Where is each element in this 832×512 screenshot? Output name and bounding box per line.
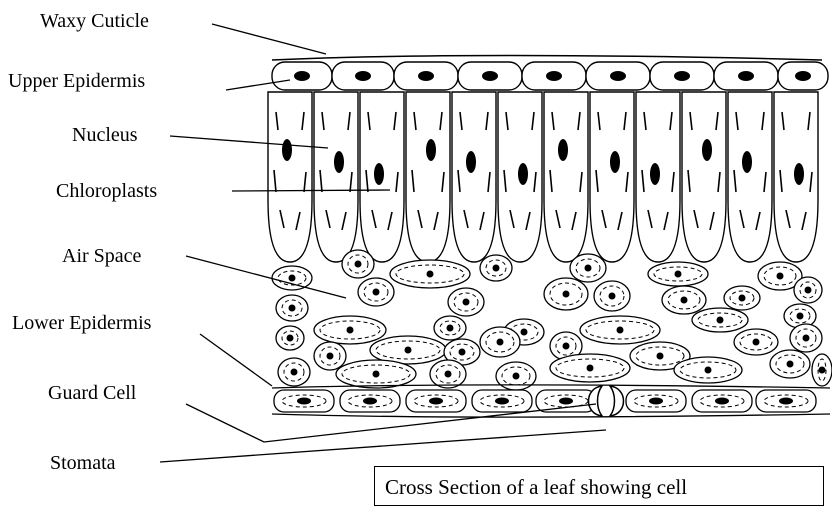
lower-epidermis-nucleus: [715, 398, 729, 405]
palisade-nucleus: [374, 163, 384, 185]
spongy-nucleus: [347, 327, 354, 334]
spongy-nucleus: [585, 265, 592, 272]
epidermis-nucleus: [674, 71, 690, 81]
spongy-nucleus: [463, 299, 470, 306]
palisade-nucleus: [334, 151, 344, 173]
palisade-nucleus: [794, 163, 804, 185]
epidermis-nucleus: [610, 71, 626, 81]
spongy-nucleus: [587, 365, 594, 372]
leader-waxy-cuticle: [212, 24, 326, 54]
label-stomata: Stomata: [50, 452, 116, 474]
spongy-nucleus: [657, 353, 664, 360]
spongy-nucleus: [797, 313, 804, 320]
spongy-nucleus: [819, 367, 826, 374]
label-lower-epidermis: Lower Epidermis: [12, 312, 151, 334]
spongy-nucleus: [459, 349, 466, 356]
epidermis-nucleus: [418, 71, 434, 81]
lower-epidermis-nucleus: [495, 398, 509, 405]
caption-text: Cross Section of a leaf showing cell: [385, 475, 687, 500]
spongy-nucleus: [497, 339, 504, 346]
label-air-space: Air Space: [62, 245, 141, 267]
spongy-nucleus: [739, 295, 746, 302]
spongy-nucleus: [427, 271, 434, 278]
lower-epidermis-nucleus: [649, 398, 663, 405]
spongy-nucleus: [681, 297, 688, 304]
spongy-nucleus: [373, 289, 380, 296]
spongy-nucleus: [513, 373, 520, 380]
spongy-nucleus: [805, 287, 812, 294]
palisade-nucleus: [742, 151, 752, 173]
waxy-cuticle-layer: [272, 56, 822, 61]
spongy-nucleus: [327, 353, 334, 360]
palisade-nucleus: [426, 139, 436, 161]
lower-epidermis-top: [272, 385, 830, 388]
epidermis-nucleus: [738, 71, 754, 81]
caption-box: Cross Section of a leaf showing cell: [374, 466, 824, 506]
spongy-nucleus: [447, 325, 454, 332]
epidermis-nucleus: [294, 71, 310, 81]
palisade-nucleus: [702, 139, 712, 161]
palisade-nucleus: [558, 139, 568, 161]
epidermis-nucleus: [546, 71, 562, 81]
spongy-nucleus: [287, 335, 294, 342]
label-upper-epidermis: Upper Epidermis: [8, 70, 145, 92]
spongy-nucleus: [355, 261, 362, 268]
spongy-nucleus: [563, 291, 570, 298]
label-chloroplasts: Chloroplasts: [56, 180, 157, 202]
spongy-nucleus: [521, 329, 528, 336]
spongy-nucleus: [563, 343, 570, 350]
spongy-nucleus: [405, 347, 412, 354]
lower-epidermis-nucleus: [779, 398, 793, 405]
label-waxy-cuticle: Waxy Cuticle: [40, 10, 149, 32]
epidermis-nucleus: [355, 71, 371, 81]
label-guard-cell: Guard Cell: [48, 382, 136, 404]
guard-cell-right: [610, 386, 624, 416]
spongy-nucleus: [617, 327, 624, 334]
spongy-nucleus: [289, 275, 296, 282]
lower-epidermis-nucleus: [297, 398, 311, 405]
lower-epidermis-nucleus: [559, 398, 573, 405]
leader-lower-epidermis: [200, 334, 272, 386]
lower-epidermis-nucleus: [429, 398, 443, 405]
spongy-nucleus: [493, 265, 500, 272]
spongy-nucleus: [787, 361, 794, 368]
palisade-nucleus: [650, 163, 660, 185]
spongy-nucleus: [777, 273, 784, 280]
spongy-nucleus: [291, 369, 298, 376]
lower-epidermis-nucleus: [363, 398, 377, 405]
lower-epidermis-bottom: [272, 414, 830, 417]
spongy-nucleus: [803, 335, 810, 342]
spongy-nucleus: [609, 293, 616, 300]
leader-stomata: [160, 430, 606, 462]
spongy-nucleus: [445, 371, 452, 378]
spongy-nucleus: [289, 305, 296, 312]
palisade-nucleus: [518, 163, 528, 185]
palisade-nucleus: [282, 139, 292, 161]
palisade-nucleus: [466, 151, 476, 173]
spongy-nucleus: [675, 271, 682, 278]
leader-air-space: [186, 256, 346, 298]
epidermis-nucleus: [482, 71, 498, 81]
spongy-nucleus: [373, 371, 380, 378]
spongy-nucleus: [717, 317, 724, 324]
spongy-nucleus: [705, 367, 712, 374]
epidermis-nucleus: [795, 71, 811, 81]
palisade-nucleus: [610, 151, 620, 173]
label-nucleus: Nucleus: [72, 124, 138, 146]
spongy-nucleus: [753, 339, 760, 346]
